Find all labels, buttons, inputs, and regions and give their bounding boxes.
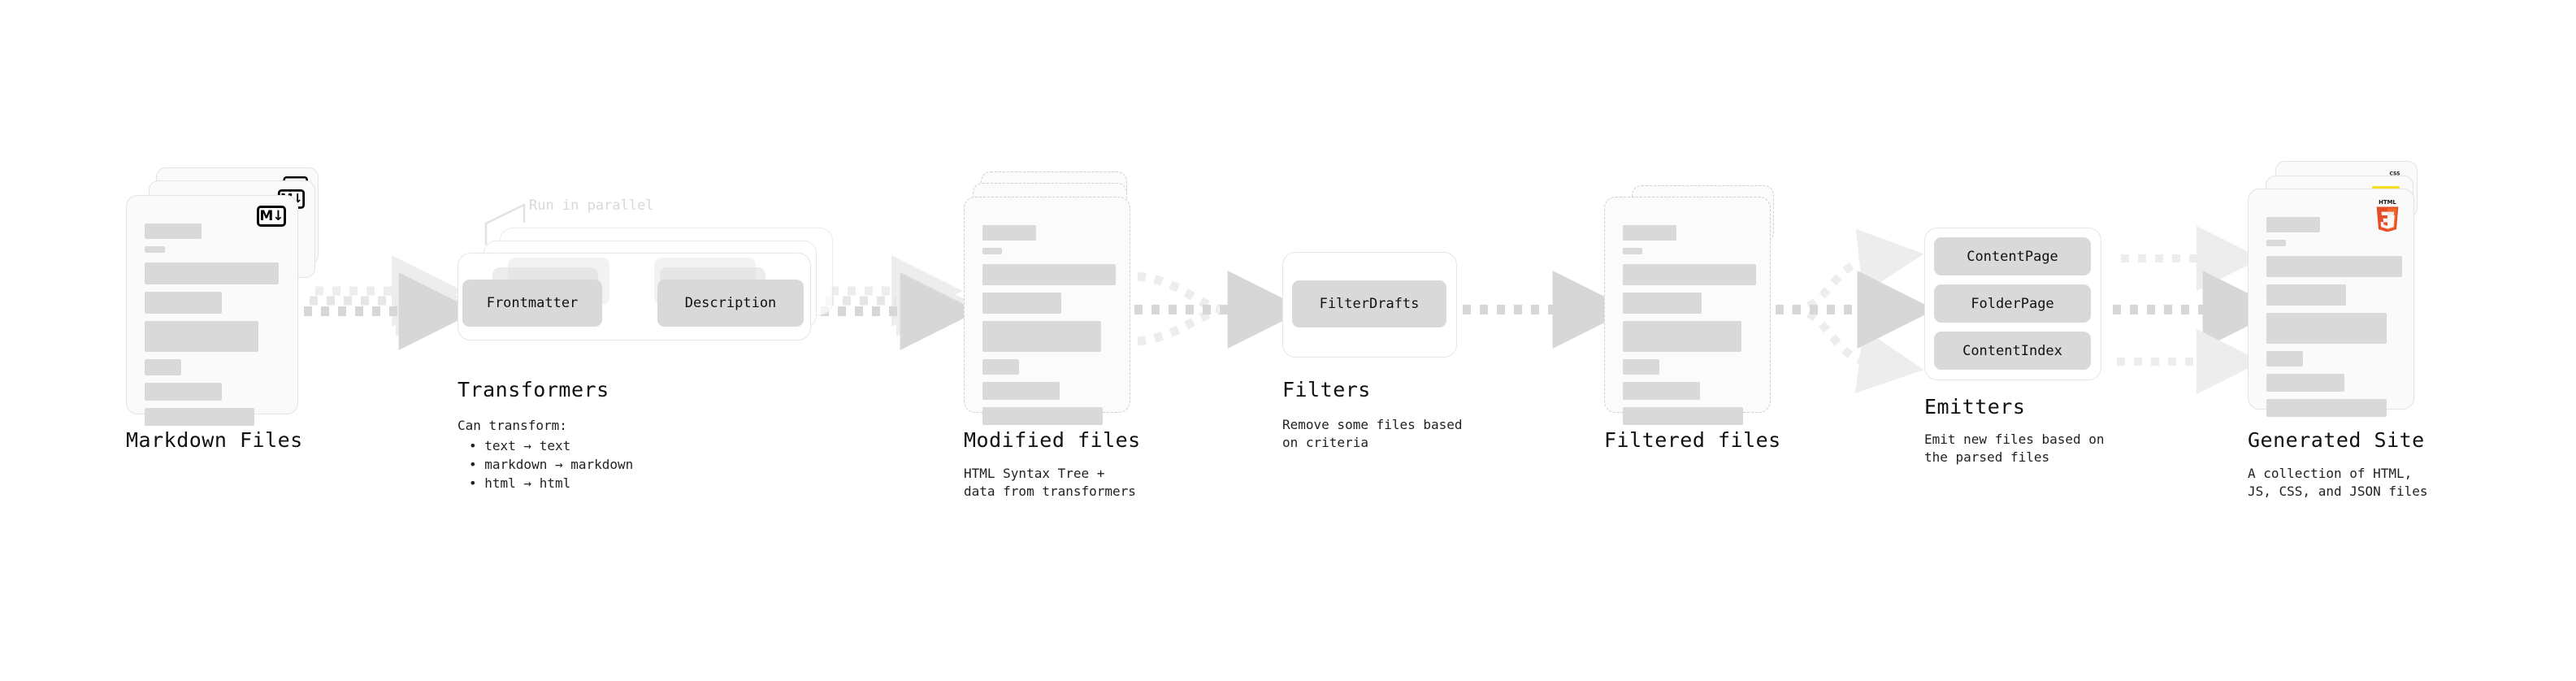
placeholder-line — [1623, 407, 1743, 425]
emitters-title: Emitters — [1924, 395, 2026, 419]
modified-files-subtitle: HTML Syntax Tree + data from transformer… — [964, 466, 1136, 499]
connector-filtered-to-emitters — [1776, 228, 1936, 394]
placeholder-line — [1623, 321, 1741, 352]
placeholder-line — [1623, 264, 1756, 285]
filtered-card-front — [1604, 197, 1771, 425]
placeholder-line — [982, 382, 1060, 400]
placeholder-line — [982, 359, 1019, 375]
placeholder-line — [145, 262, 279, 284]
placeholder-line — [145, 223, 202, 239]
markdown-placeholder-lines — [145, 223, 280, 433]
filtered-placeholder-lines — [1623, 225, 1756, 432]
placeholder-line — [145, 292, 222, 314]
placeholder-line — [2266, 240, 2286, 246]
placeholder-line — [145, 359, 181, 375]
placeholder-line — [1623, 359, 1659, 375]
transformers-bullets: Can transform: • text → text • markdown … — [458, 416, 633, 492]
run-in-parallel-note: Run in parallel — [529, 197, 654, 214]
emitters-node-contentindex[interactable]: ContentIndex — [1934, 332, 2091, 370]
markdown-card-front: M↓ — [126, 195, 298, 426]
placeholder-line — [2266, 217, 2320, 232]
placeholder-line — [2266, 374, 2344, 392]
placeholder-line — [982, 293, 1061, 314]
placeholder-line — [2266, 351, 2303, 367]
placeholder-line — [2266, 399, 2387, 417]
placeholder-line — [982, 225, 1036, 241]
placeholder-line — [2266, 284, 2346, 306]
emitters-node-folderpage[interactable]: FolderPage — [1934, 284, 2091, 323]
filters-node-filterdrafts[interactable]: FilterDrafts — [1292, 280, 1446, 327]
placeholder-line — [1623, 248, 1642, 254]
placeholder-line — [2266, 313, 2387, 344]
connector-transformers-to-modified — [821, 255, 978, 350]
placeholder-line — [982, 321, 1101, 352]
placeholder-line — [1623, 293, 1702, 314]
placeholder-line — [145, 246, 165, 253]
placeholder-line — [1623, 225, 1676, 241]
filters-title: Filters — [1282, 378, 1371, 401]
modified-files-title: Modified files — [964, 428, 1141, 452]
connector-markdown-to-transformers — [304, 255, 477, 350]
placeholder-line — [982, 264, 1116, 285]
filtered-files-title: Filtered files — [1604, 428, 1781, 452]
placeholder-line — [982, 248, 1002, 254]
placeholder-line — [2266, 256, 2402, 277]
emitters-node-contentpage[interactable]: ContentPage — [1934, 237, 2091, 275]
transformers-bullet-item: • markdown → markdown — [469, 457, 634, 472]
placeholder-line — [145, 383, 222, 401]
placeholder-line — [145, 321, 258, 352]
transformers-bullet-item: • text → text — [469, 438, 571, 453]
placeholder-line — [982, 407, 1103, 425]
markdown-files-title: Markdown Files — [126, 428, 303, 452]
html5-badge: HTML — [2376, 199, 2399, 232]
transformer-node-frontmatter[interactable]: Frontmatter — [462, 280, 602, 327]
modified-placeholder-lines — [982, 225, 1116, 432]
svg-text:HTML: HTML — [2379, 199, 2396, 206]
emitters-subtitle: Emit new files based on the parsed files — [1924, 432, 2105, 465]
site-card-front: HTML — [2248, 189, 2414, 417]
connector-modified-to-filters — [1134, 271, 1306, 349]
modified-card-front — [964, 197, 1130, 425]
connector-emitters-to-site — [2113, 226, 2281, 394]
transformers-title: Transformers — [458, 378, 609, 401]
generated-site-subtitle: A collection of HTML, JS, CSS, and JSON … — [2248, 466, 2428, 499]
transformers-bullet-item: • html → html — [469, 475, 571, 491]
svg-text:CSS: CSS — [2390, 171, 2400, 177]
transformer-node-description[interactable]: Description — [657, 280, 804, 327]
placeholder-line — [1623, 382, 1700, 400]
site-placeholder-lines — [2266, 217, 2402, 424]
filters-subtitle: Remove some files based on criteria — [1282, 417, 1463, 450]
transformers-bullets-heading: Can transform: — [458, 418, 567, 433]
markdown-badge: M↓ — [257, 206, 286, 227]
generated-site-title: Generated Site — [2248, 428, 2425, 452]
placeholder-line — [145, 408, 254, 426]
